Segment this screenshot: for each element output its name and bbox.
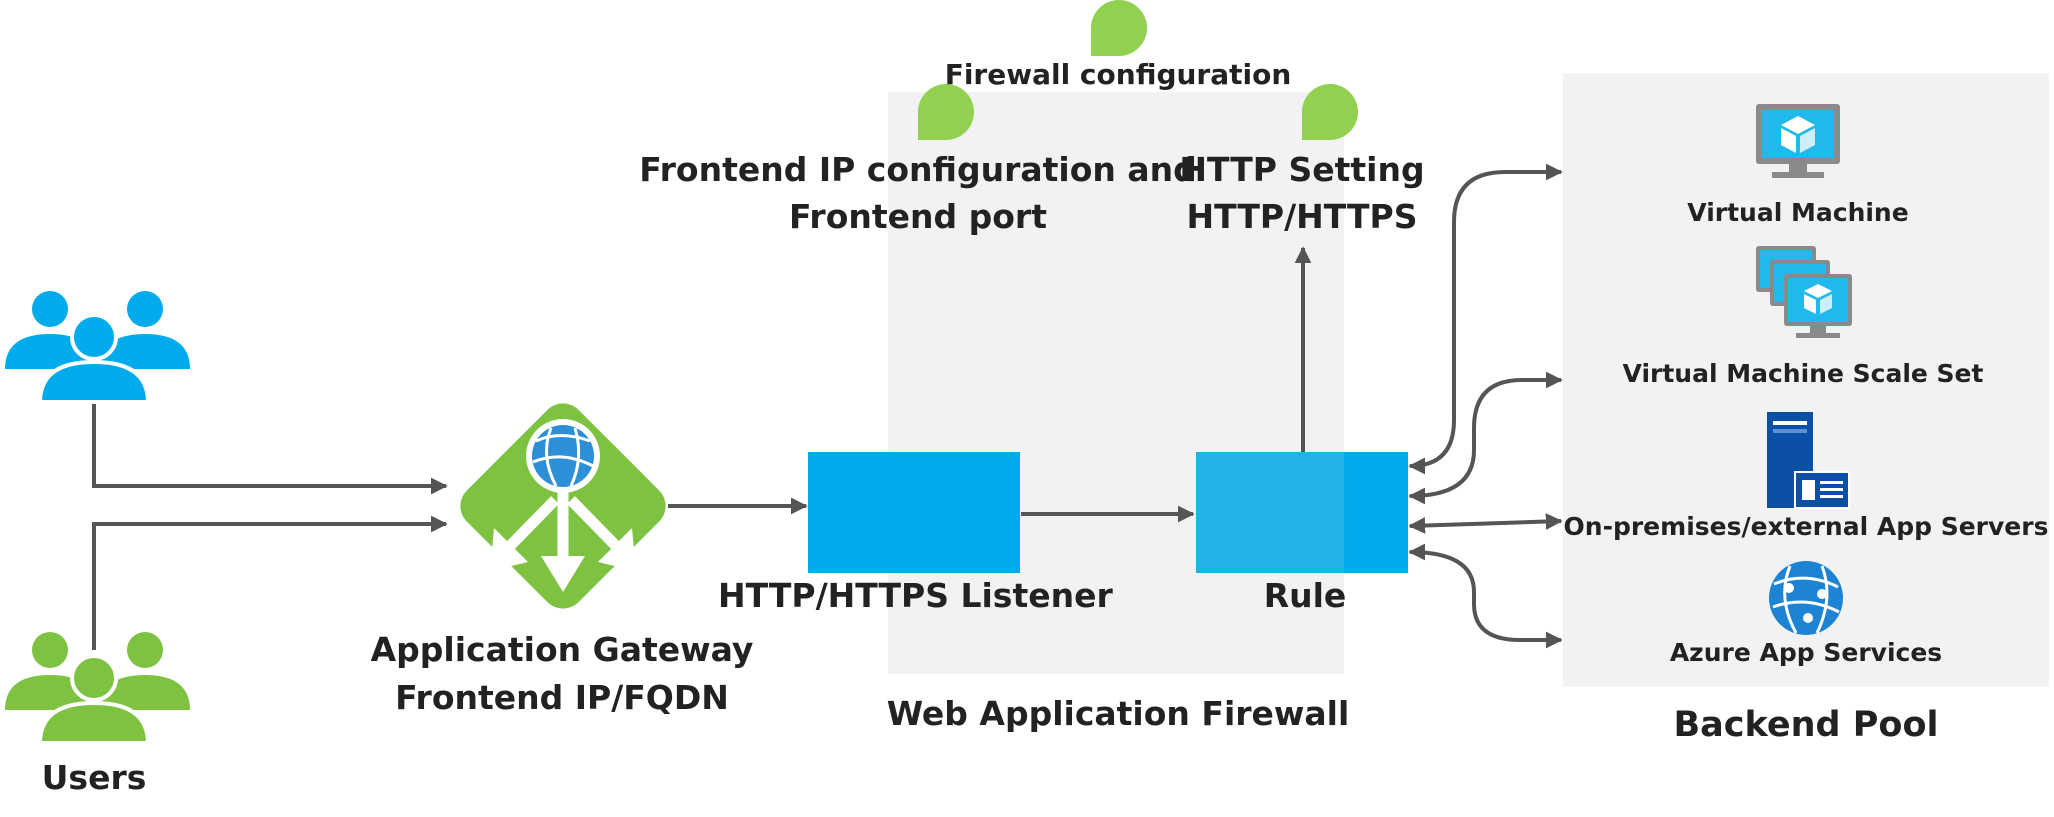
users-label: Users — [41, 758, 147, 797]
backend-pool-label: Backend Pool — [1673, 705, 1939, 745]
listener-box — [808, 452, 1020, 573]
waf-panel — [888, 92, 1344, 674]
http-setting-line1: HTTP Setting — [1179, 150, 1425, 189]
users-blue-connector — [92, 398, 448, 495]
rule-vmss-connector — [1408, 371, 1563, 505]
app-server-icon — [1767, 412, 1850, 509]
rule-box-overlap — [1344, 452, 1408, 573]
backend-item-virtual-machine: Virtual Machine — [1687, 198, 1909, 227]
users-green-icon — [5, 632, 190, 745]
vm-scale-set-icon — [1756, 246, 1852, 338]
frontend-config-line2: Frontend port — [789, 197, 1047, 236]
rule-appserver-connector — [1408, 513, 1563, 534]
listener-label: HTTP/HTTPS Listener — [718, 576, 1113, 615]
backend-item-app-servers: On-premises/external App Servers — [1563, 512, 2049, 541]
waf-label: Web Application Firewall — [886, 694, 1350, 733]
callout-marker-icon — [918, 84, 974, 140]
users-blue-icon — [5, 291, 190, 404]
app-services-icon — [1769, 561, 1843, 635]
backend-item-app-services: Azure App Services — [1669, 638, 1943, 667]
frontend-config-line1: Frontend IP configuration and — [639, 150, 1197, 189]
application-gateway-icon — [460, 403, 666, 609]
gateway-label-line1: Application Gateway — [370, 630, 754, 669]
virtual-machine-icon — [1756, 104, 1840, 178]
users-green-connector — [92, 515, 448, 650]
rule-appservices-connector — [1408, 543, 1563, 649]
http-setting-line2: HTTP/HTTPS — [1186, 197, 1418, 236]
callout-marker-icon — [1302, 84, 1358, 140]
rule-label: Rule — [1263, 576, 1347, 615]
callout-marker-icon — [1091, 0, 1147, 56]
firewall-config-label: Firewall configuration — [944, 58, 1292, 91]
gateway-label-line2: Frontend IP/FQDN — [395, 678, 729, 717]
backend-item-vm-scale-set: Virtual Machine Scale Set — [1622, 359, 1984, 388]
rule-vm-connector — [1408, 163, 1563, 475]
